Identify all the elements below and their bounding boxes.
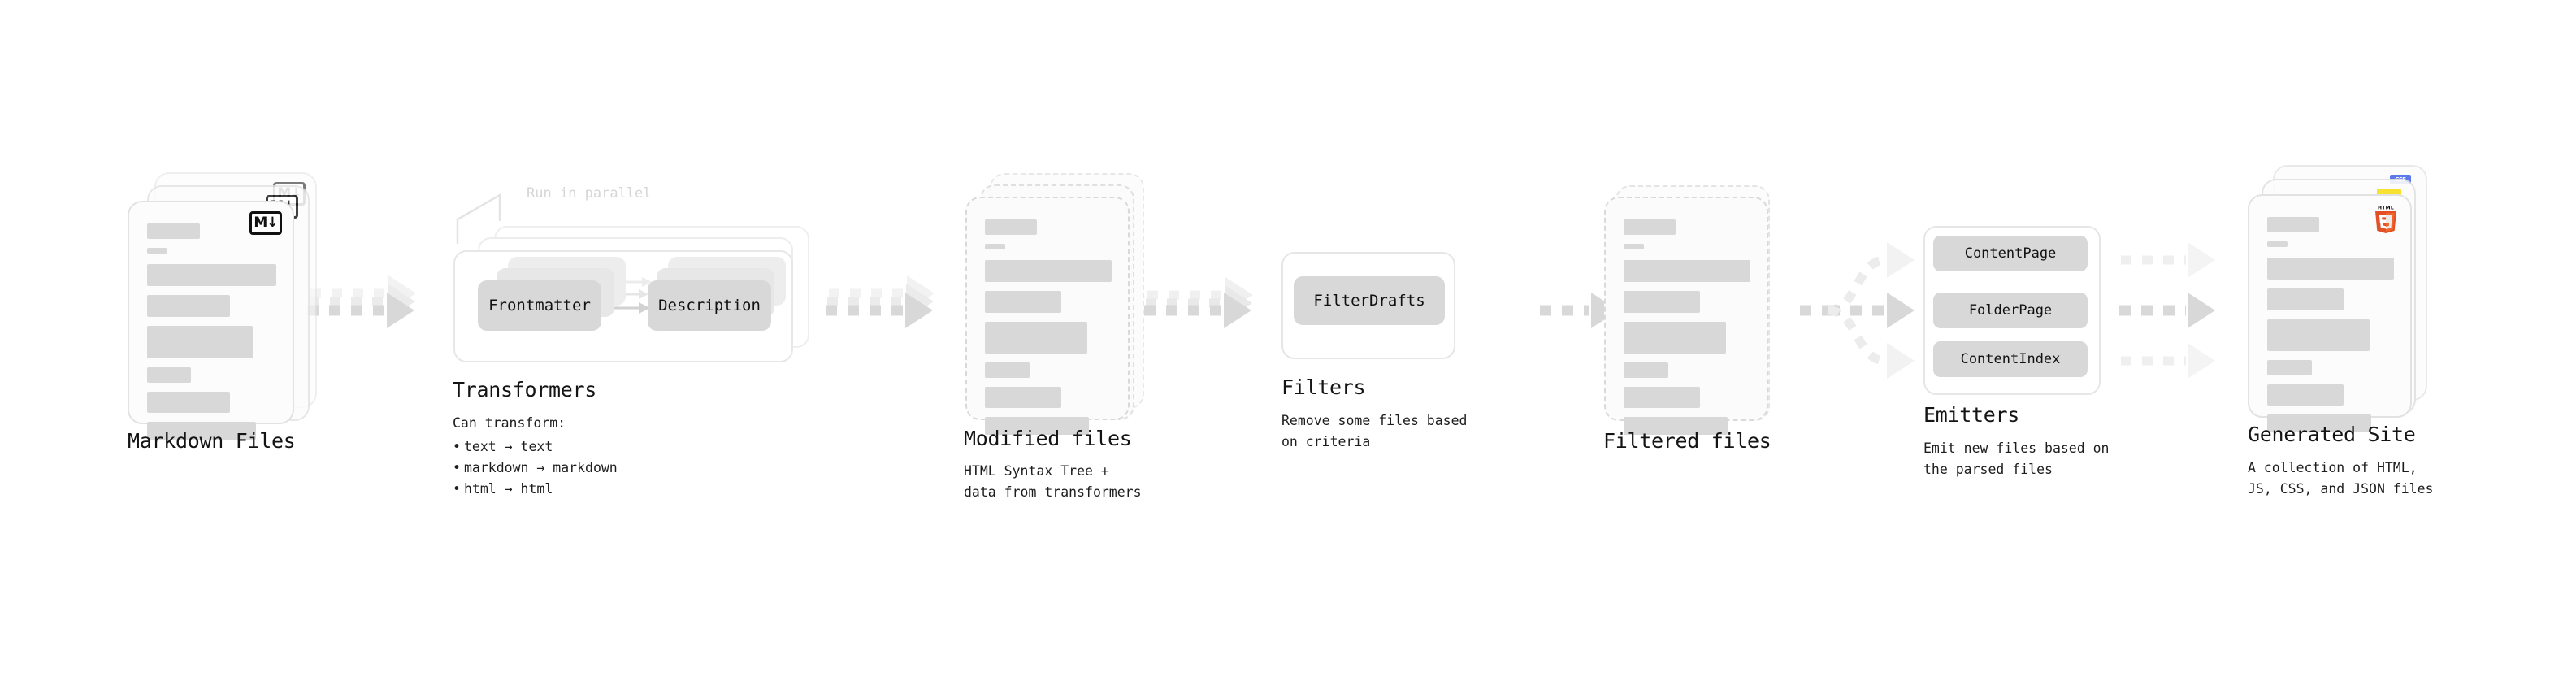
stage-subtitle: A collection of HTML, JS, CSS, and JSON … [2248, 460, 2434, 497]
stage-subtitle: Remove some files based on criteria [1281, 413, 1468, 449]
placeholder-lines [2267, 217, 2394, 441]
chip-label: ContentIndex [1960, 351, 2061, 367]
chip-label: FilterDrafts [1313, 292, 1425, 310]
stage-title: Emitters [1923, 403, 2020, 427]
stage-title: Filters [1281, 375, 1366, 399]
arrow-filtered-to-emitters [1800, 242, 1915, 379]
arrow-emitters-to-site [2119, 242, 2215, 379]
caption-generated-site: Generated Site A collection of HTML, JS,… [2248, 423, 2516, 499]
html5-icon: HTML [2375, 206, 2396, 233]
site-card-front: HTML [2248, 194, 2412, 432]
stage-subtitle: HTML Syntax Tree + data from transformer… [964, 463, 1142, 500]
transform-list-item: markdown → markdown [453, 458, 721, 479]
caption-filtered-files: Filtered files [1603, 429, 1772, 453]
run-in-parallel-label: Run in parallel [527, 185, 652, 202]
markdown-card-front: M↓ [128, 201, 294, 440]
transform-list-item: html → html [453, 479, 721, 501]
caption-markdown-files: Markdown Files [128, 429, 296, 453]
chip-contentindex[interactable]: ContentIndex [1933, 341, 2088, 377]
arrow-transformers-to-modified [826, 275, 935, 328]
filtered-card-front [1604, 197, 1768, 435]
modified-card-front [965, 197, 1130, 435]
placeholder-lines [985, 219, 1112, 444]
chip-label: ContentPage [1964, 245, 2057, 262]
transform-list: text → text markdown → markdown html → h… [453, 436, 721, 501]
stage-title: Markdown Files [128, 429, 296, 453]
placeholder-lines [147, 223, 276, 449]
chip-filterdrafts[interactable]: FilterDrafts [1294, 276, 1445, 325]
stage-subtitle: Emit new files based on the parsed files [1923, 440, 2110, 477]
stage-title: Modified files [964, 427, 1132, 450]
chip-folderpage[interactable]: FolderPage [1933, 293, 2088, 328]
caption-transformers: Transformers Can transform: text → text … [453, 378, 721, 501]
stage-title: Filtered files [1603, 429, 1772, 453]
markdown-badge: M↓ [249, 211, 282, 235]
arrow-modified-to-filters [1144, 277, 1253, 328]
svg-text:HTML: HTML [2378, 206, 2394, 211]
chip-label: Frontmatter [488, 297, 591, 314]
chip-contentpage[interactable]: ContentPage [1933, 236, 2088, 271]
arrow-markdown-to-transformers [307, 275, 416, 328]
stage-subtitle: Can transform: [453, 415, 566, 431]
chip-frontmatter[interactable]: Frontmatter [478, 280, 601, 331]
chip-label: FolderPage [1968, 302, 2053, 319]
caption-filters: Filters Remove some files based on crite… [1281, 375, 1525, 452]
transform-list-item: text → text [453, 436, 721, 458]
caption-modified-files: Modified files HTML Syntax Tree + data f… [964, 427, 1216, 502]
chip-label: Description [658, 297, 761, 314]
chip-description[interactable]: Description [648, 280, 771, 331]
stage-title: Transformers [453, 378, 597, 401]
html5-badge: HTML [2373, 204, 2399, 233]
stage-title: Generated Site [2248, 423, 2416, 446]
caption-emitters: Emitters Emit new files based on the par… [1923, 403, 2175, 479]
placeholder-lines [1624, 219, 1750, 444]
